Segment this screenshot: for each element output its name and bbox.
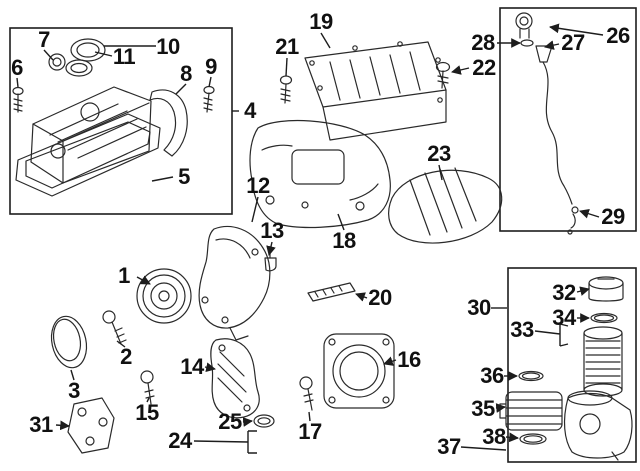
callout-22: 22	[472, 55, 496, 80]
oil-filter-detail-box	[507, 267, 637, 463]
sealing-plug-part	[253, 414, 275, 428]
callout-11: 11	[112, 44, 136, 69]
housing-seal-part	[519, 433, 547, 445]
callout-32: 32	[552, 280, 576, 305]
dipstick-part	[515, 12, 579, 235]
oil-cooler-part	[499, 391, 563, 431]
valve-cover-part	[30, 86, 152, 184]
valve-cover-gasket-part	[15, 113, 161, 197]
callout-23: 23	[427, 141, 451, 166]
pan-bolt-22-part	[435, 61, 451, 89]
callout-21: 21	[275, 34, 299, 59]
cover-bolt-right-part	[203, 85, 215, 113]
callout-31: 31	[29, 412, 53, 437]
pulley-bolt-part	[102, 310, 127, 345]
filter-housing-part	[563, 390, 633, 461]
crankshaft-pulley-part	[136, 268, 192, 324]
half-moon-gasket-part	[149, 89, 188, 157]
filter-element-part	[583, 326, 623, 397]
leader-lines	[16, 23, 604, 454]
callout-30: 30	[467, 295, 491, 320]
callout-36: 36	[480, 363, 504, 388]
callout-3: 3	[68, 378, 80, 403]
lower-cover-part	[388, 167, 503, 244]
callout-20: 20	[368, 285, 392, 310]
callout-9: 9	[205, 54, 217, 79]
timing-cover-part	[198, 225, 271, 341]
callout-25: 25	[218, 409, 242, 434]
sealing-flange-part	[323, 333, 395, 409]
cooler-oring-part	[518, 370, 544, 382]
callout-8: 8	[180, 61, 192, 86]
callout-28: 28	[471, 30, 495, 55]
pan-bolt-21-part	[279, 75, 293, 104]
cover-bolt-left-part	[12, 86, 24, 113]
cap-oring-part	[590, 312, 618, 324]
oval-cover-plate-part	[50, 315, 88, 369]
sealing-cap-part	[48, 53, 66, 71]
callout-16: 16	[397, 347, 421, 372]
flange-bolt-part	[299, 376, 314, 411]
callout-1: 1	[118, 263, 130, 288]
callout-34: 34	[552, 305, 576, 330]
callout-15: 15	[135, 400, 159, 425]
callout-18: 18	[332, 228, 356, 253]
callout-5: 5	[178, 164, 190, 189]
oil-filler-cap-part	[65, 38, 106, 77]
gasket-strip-part	[307, 282, 356, 302]
callout-2: 2	[120, 344, 132, 369]
callout-14: 14	[180, 354, 204, 379]
callout-12: 12	[246, 173, 270, 198]
callout-27: 27	[561, 30, 585, 55]
callout-35: 35	[471, 396, 495, 421]
filter-cap-part	[588, 276, 624, 302]
callout-26: 26	[606, 23, 630, 48]
upper-oil-pan-part	[304, 41, 447, 141]
callout-17: 17	[298, 419, 322, 444]
callout-38: 38	[482, 424, 506, 449]
baffle-plate-part	[249, 119, 391, 229]
callout-33: 33	[510, 317, 534, 342]
valve-cover-detail-box	[9, 27, 233, 215]
mount-bracket-part	[67, 397, 115, 454]
callout-7: 7	[38, 27, 50, 52]
callout-19: 19	[309, 9, 333, 34]
callout-29: 29	[601, 204, 625, 229]
callout-10: 10	[156, 34, 180, 59]
callout-37: 37	[437, 434, 461, 459]
callout-24: 24	[168, 428, 192, 453]
inner-cover-part	[210, 338, 260, 419]
callout-4: 4	[244, 98, 256, 123]
callout-13: 13	[260, 218, 284, 243]
callout-6: 6	[11, 55, 23, 80]
bracket-bolt-part	[140, 370, 155, 405]
